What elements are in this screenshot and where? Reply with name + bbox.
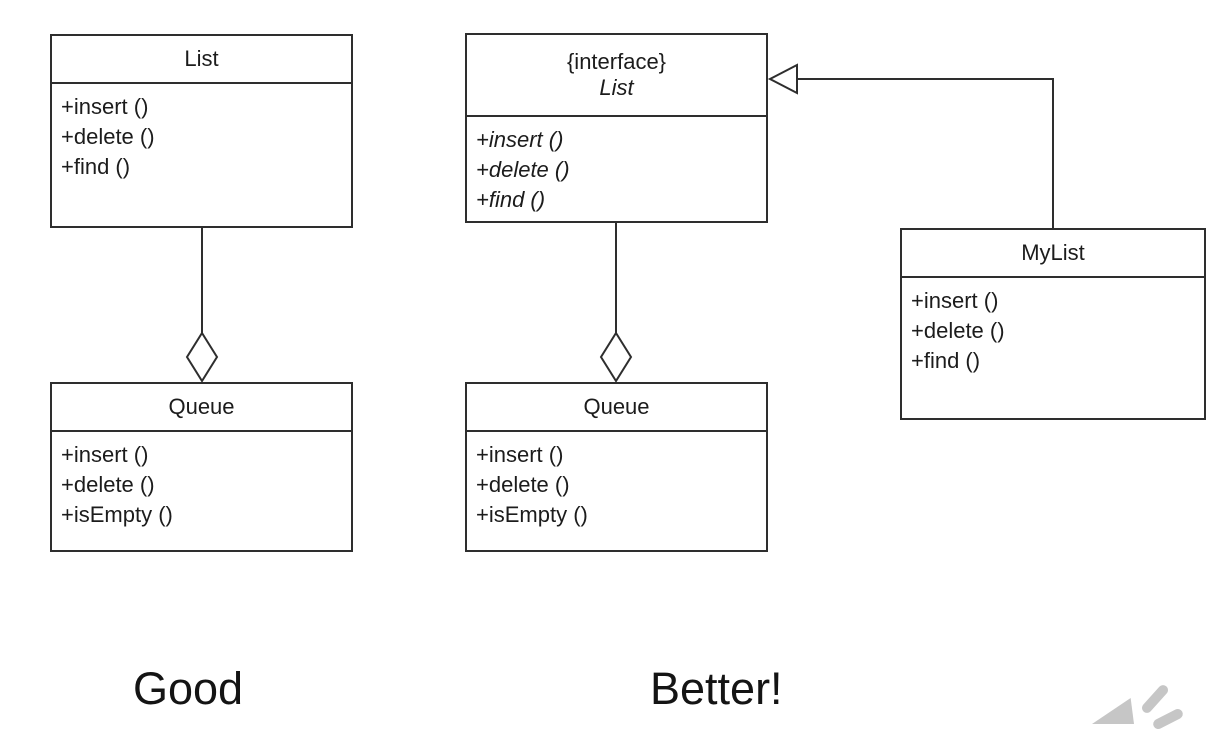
class-title: {interface} List — [467, 35, 766, 117]
class-method: +isEmpty () — [61, 502, 173, 527]
caption-better: Better! — [650, 663, 783, 714]
realization-triangle-icon — [767, 63, 798, 95]
class-methods: +insert () +delete () +find () — [467, 117, 766, 215]
class-method: +insert () — [911, 288, 999, 313]
class-method: +delete () — [61, 124, 155, 149]
class-method: +find () — [476, 187, 546, 212]
class-box-list: List +insert () +delete () +find () — [50, 34, 353, 228]
class-title: List — [52, 36, 351, 84]
class-method: +delete () — [911, 318, 1005, 343]
class-box-queue-good: Queue +insert () +delete () +isEmpty () — [50, 382, 353, 552]
aggregation-diamond-icon — [185, 331, 219, 383]
class-title: Queue — [467, 384, 766, 432]
class-method: +insert () — [476, 442, 564, 467]
interface-name: List — [599, 75, 634, 100]
logo-stripe-icon — [1151, 707, 1185, 731]
class-methods: +insert () +delete () +find () — [902, 278, 1204, 376]
class-method: +insert () — [61, 94, 149, 119]
caption-good: Good — [133, 663, 244, 714]
class-methods: +insert () +delete () +find () — [52, 84, 351, 182]
class-method: +find () — [911, 348, 981, 373]
class-method: +find () — [61, 154, 131, 179]
class-method: +delete () — [476, 157, 570, 182]
interface-stereotype: {interface} — [566, 49, 667, 74]
class-title: MyList — [902, 230, 1204, 278]
class-method: +delete () — [476, 472, 570, 497]
class-box-interface-list: {interface} List +insert () +delete () +… — [465, 33, 768, 223]
class-method: +delete () — [61, 472, 155, 497]
logo-stripe-icon — [1139, 683, 1171, 715]
connector-line — [797, 78, 1054, 228]
class-title: Queue — [52, 384, 351, 432]
class-method: +insert () — [476, 127, 564, 152]
class-box-mylist: MyList +insert () +delete () +find () — [900, 228, 1206, 420]
class-methods: +insert () +delete () +isEmpty () — [467, 432, 766, 530]
aggregation-diamond-icon — [599, 331, 633, 383]
class-method: +isEmpty () — [476, 502, 588, 527]
class-box-queue-better: Queue +insert () +delete () +isEmpty () — [465, 382, 768, 552]
logo-triangle-icon — [1092, 698, 1134, 724]
class-method: +insert () — [61, 442, 149, 467]
class-methods: +insert () +delete () +isEmpty () — [52, 432, 351, 530]
